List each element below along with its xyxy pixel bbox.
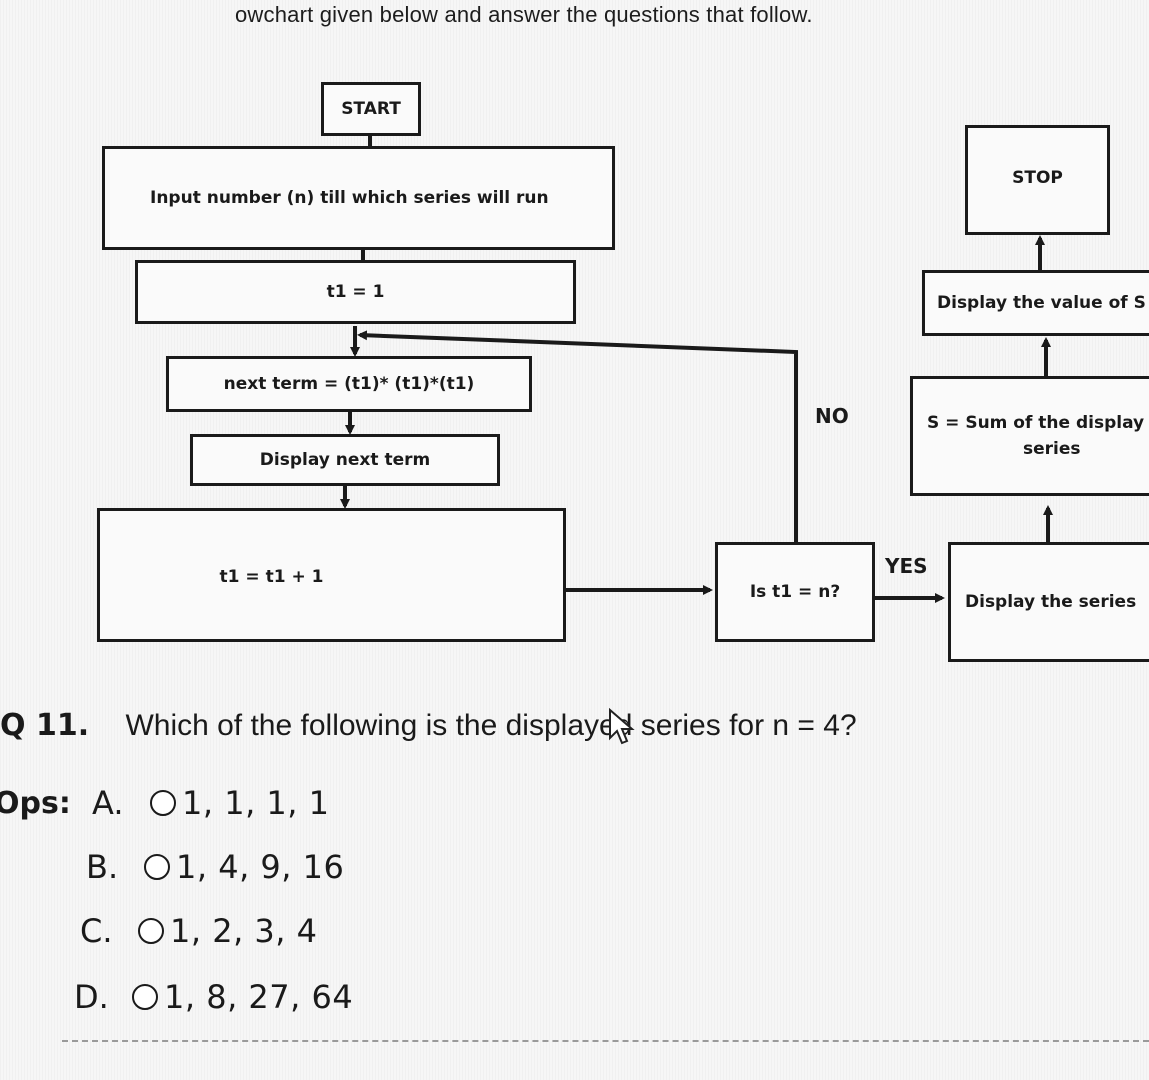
option-c[interactable]: C. 1, 2, 3, 4 [80,912,317,950]
arrow-no-loop [357,330,798,542]
option-b-letter: B. [86,848,119,886]
option-d[interactable]: D. 1, 8, 27, 64 [74,978,353,1016]
display-next-term-box: Display next term [190,434,500,486]
stop-box: STOP [965,125,1110,235]
option-b[interactable]: B. 1, 4, 9, 16 [86,848,344,886]
mouse-cursor-icon [609,708,635,745]
input-box: Input number (n) till which series will … [102,146,615,250]
sum-box-line2: series [1023,439,1081,459]
option-c-radio[interactable] [138,918,164,944]
sum-box-line1: S = Sum of the display [927,413,1145,433]
no-label: NO [815,404,849,428]
option-c-text: 1, 2, 3, 4 [170,912,318,950]
option-d-text: 1, 8, 27, 64 [164,978,354,1016]
option-a[interactable]: A. 1, 1, 1, 1 [92,784,329,822]
question-line: Q 11. Which of the following is the disp… [0,708,857,743]
option-a-radio[interactable] [150,790,176,816]
start-box: START [321,82,421,136]
sum-box: S = Sum of the display series [910,376,1149,496]
init-box: t1 = 1 [135,260,576,324]
option-d-radio[interactable] [132,984,158,1010]
flowchart-connectors [340,136,1053,603]
decision-box: Is t1 = n? [715,542,875,642]
display-s-box: Display the value of S [922,270,1149,336]
question-text: Which of the following is the displayed … [125,709,857,742]
options-label: Ops: [0,786,71,821]
option-b-radio[interactable] [144,854,170,880]
next-term-box: next term = (t1)* (t1)*(t1) [166,356,532,412]
question-number: Q 11. [0,708,90,743]
option-d-letter: D. [74,978,109,1016]
increment-box: t1 = t1 + 1 [97,508,566,642]
option-a-letter: A. [92,784,124,822]
display-series-box: Display the series [948,542,1149,662]
divider-line [62,1040,1149,1042]
option-b-text: 1, 4, 9, 16 [176,848,345,886]
instruction-heading: owchart given below and answer the quest… [235,2,813,27]
option-c-letter: C. [80,912,113,950]
yes-label: YES [885,554,928,578]
option-a-text: 1, 1, 1, 1 [182,784,330,822]
